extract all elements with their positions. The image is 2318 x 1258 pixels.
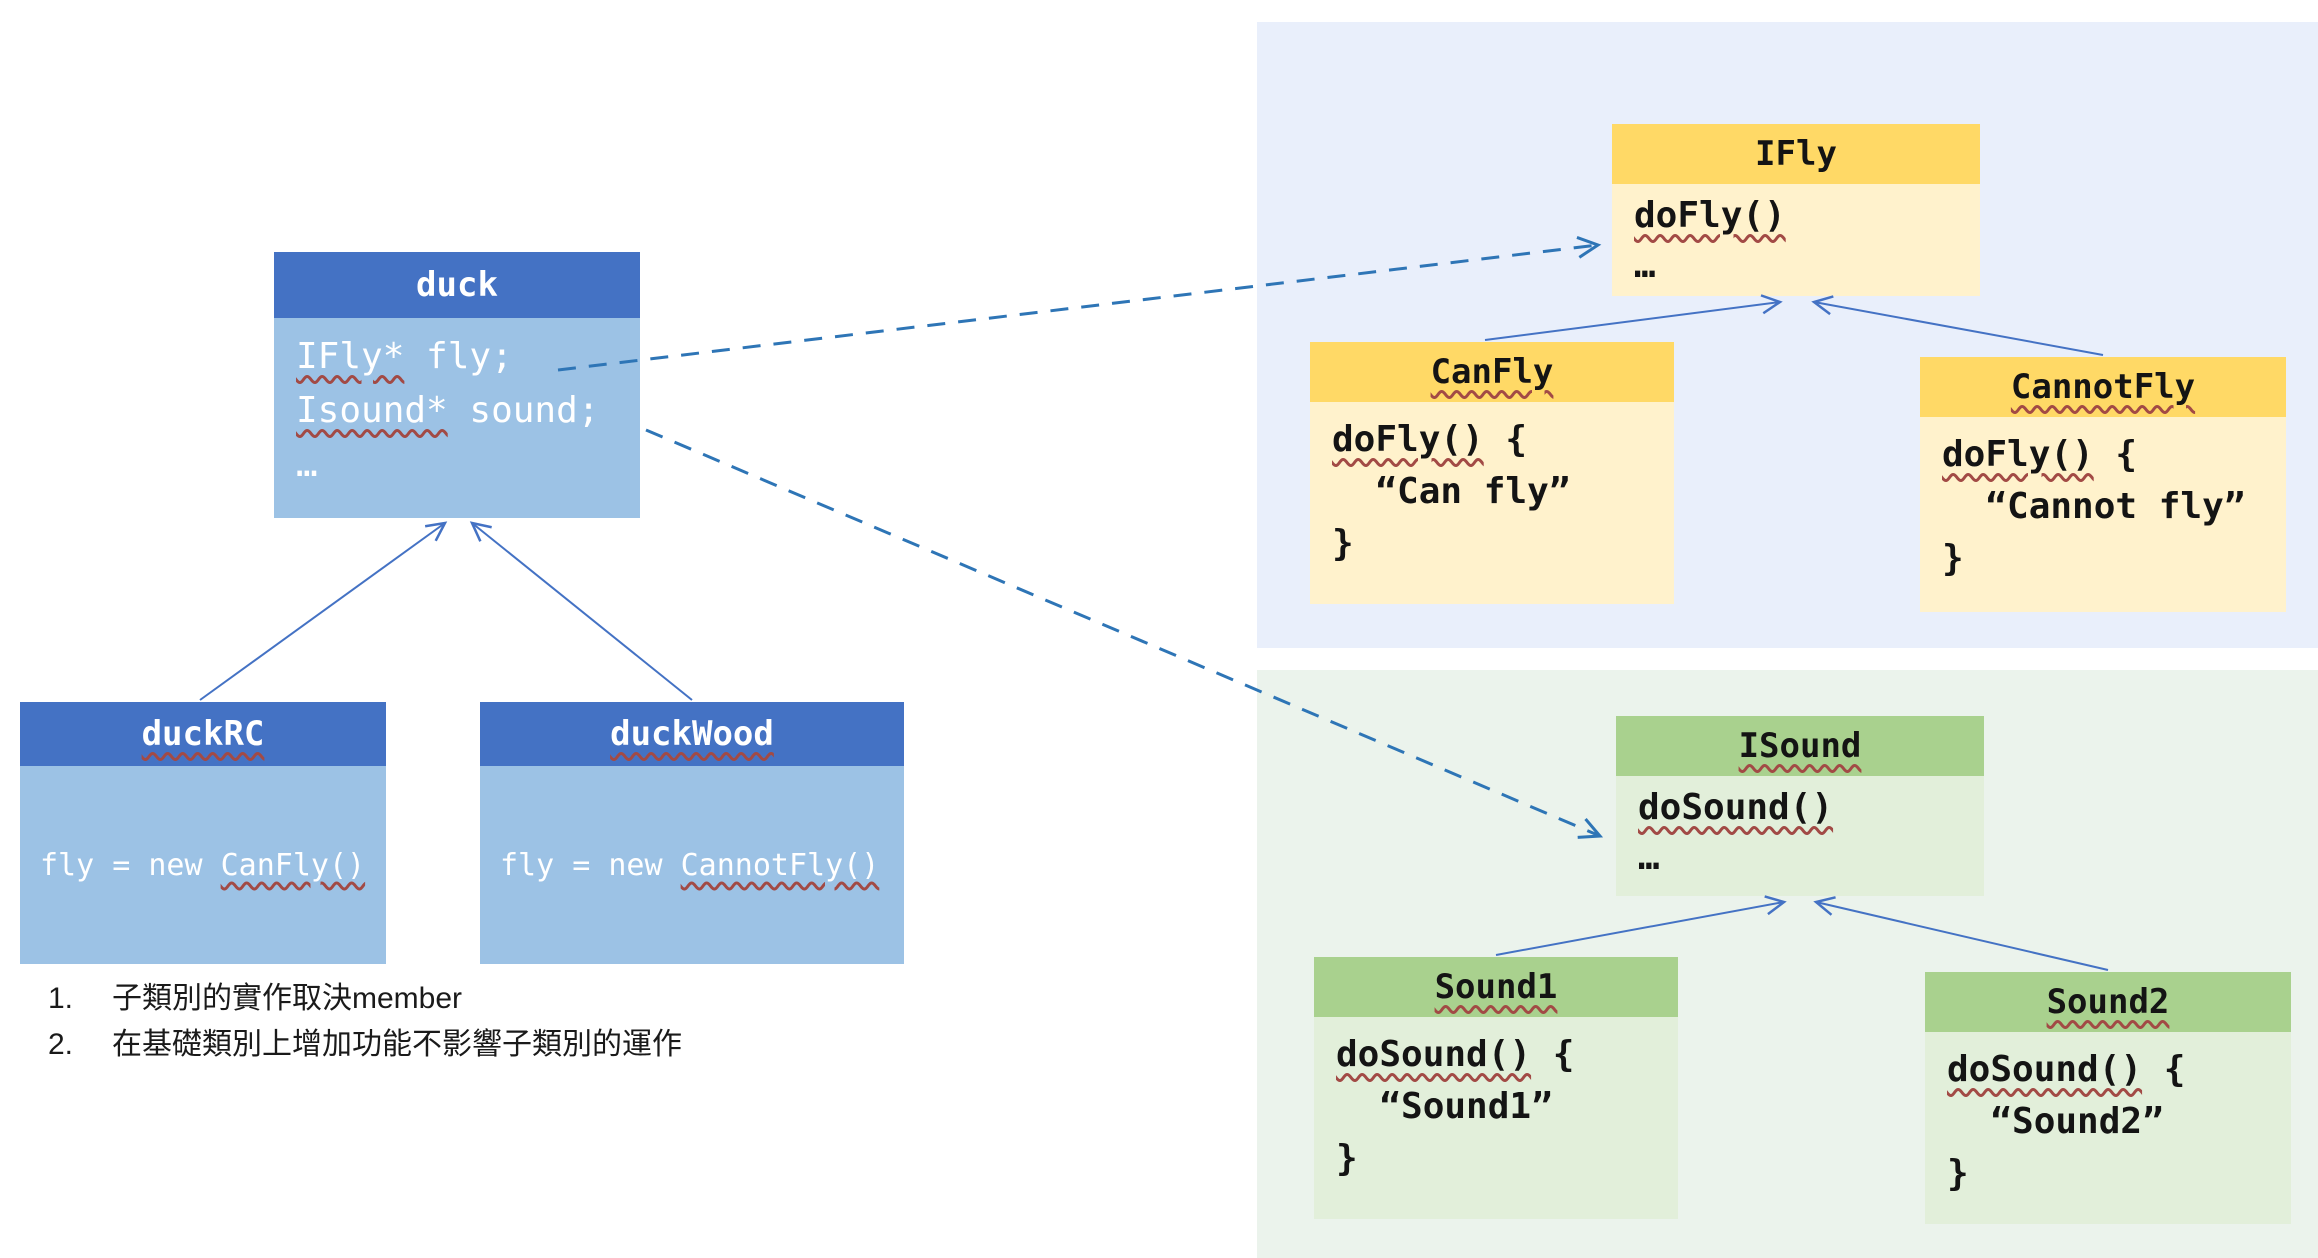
class-body: fly = new CannotFly() [480,766,904,964]
note-number: 2. [48,1028,74,1061]
class-title-bar: duckRC [20,702,386,766]
brace-close: } [1947,1153,1969,1194]
code-line: } [1942,533,2286,585]
member-type: Isound* [296,390,448,431]
class-title: IFly [1755,134,1837,174]
ellipsis: … [1634,245,1656,286]
brace-open: { [1483,419,1528,460]
class-box-canfly: CanFly doFly() { “Can fly” } [1310,342,1674,604]
code-line: IFly* fly; [296,330,640,384]
class-title: CanFly [1430,352,1554,392]
class-title-bar: IFly [1612,124,1980,184]
code-line: doFly() { [1942,429,2286,481]
brace-open: { [2142,1049,2186,1090]
assignment: fly = new [500,847,681,883]
code-line: fly = new CannotFly() [500,848,879,883]
class-box-duckwood: duckWood fly = new CannotFly() [480,702,904,964]
note-item: 1. 子類別的實作取決member [48,976,682,1022]
code-line: doSound() { [1336,1029,1678,1081]
class-title-bar: ISound [1616,716,1984,776]
class-body: doSound() … [1616,776,1984,896]
class-box-duckrc: duckRC fly = new CanFly() [20,702,386,964]
code-line: doSound() [1638,783,1984,833]
code-line: fly = new CanFly() [40,848,365,883]
class-body: doFly() { “Can fly” } [1310,402,1674,604]
class-box-ifly: IFly doFly() … [1612,124,1980,296]
class-title-bar: duckWood [480,702,904,766]
class-title: duckWood [610,714,774,754]
class-title-bar: Sound2 [1925,972,2291,1032]
class-box-isound: ISound doSound() … [1616,716,1984,896]
class-title: duckRC [141,714,265,754]
code-line: “Sound1” [1336,1081,1678,1133]
string-literal: “Can fly” [1332,471,1571,512]
class-box-cannotfly: CannotFly doFly() { “Cannot fly” } [1920,357,2286,612]
method-name: doSound() [1947,1049,2143,1090]
note-text: 在基礎類別上增加功能不影響子類別的運作 [112,1028,682,1061]
class-box-duck: duck IFly* fly; Isound* sound; … [274,252,640,518]
code-line: “Cannot fly” [1942,481,2286,533]
class-title: Sound2 [2046,982,2170,1022]
class-box-sound2: Sound2 doSound() { “Sound2” } [1925,972,2291,1224]
note-text: 子類別的實作取決member [112,982,463,1015]
string-literal: “Cannot fly” [1942,486,2246,527]
note-number: 1. [48,982,74,1015]
notes-list: 1. 子類別的實作取決member 2. 在基礎類別上增加功能不影響子類別的運作 [48,976,682,1068]
method-name: doSound() [1638,787,1834,828]
string-literal: “Sound1” [1336,1086,1553,1127]
class-body: IFly* fly; Isound* sound; … [274,318,640,518]
class-title: Sound1 [1434,967,1558,1007]
class-body: doSound() { “Sound2” } [1925,1032,2291,1224]
class-title: duck [416,265,498,305]
constructor-call: CannotFly() [680,847,880,883]
inherit-arrow-duckwood-to-duck [469,521,693,701]
brace-open: { [2093,434,2138,475]
code-line: … [1634,241,1980,291]
member-type: IFly* [296,336,405,377]
member-rest: fly; [404,336,513,377]
class-body: doFly() … [1612,184,1980,296]
brace-close: } [1336,1138,1358,1179]
code-line: Isound* sound; [296,384,640,438]
brace-open: { [1531,1034,1575,1075]
string-literal: “Sound2” [1947,1101,2164,1142]
class-title: ISound [1738,726,1862,766]
inherit-arrow-duckrc-to-duck [199,521,448,701]
class-title: CannotFly [2010,367,2196,407]
class-title-bar: Sound1 [1314,957,1678,1017]
class-body: fly = new CanFly() [20,766,386,964]
method-name: doFly() [1634,195,1786,236]
brace-close: } [1942,538,1964,579]
code-line: } [1332,518,1674,570]
code-line: “Can fly” [1332,466,1674,518]
code-line: doSound() { [1947,1044,2291,1096]
brace-close: } [1332,523,1354,564]
ellipsis: … [1638,837,1660,878]
class-title-bar: CanFly [1310,342,1674,402]
method-name: doFly() [1942,434,2094,475]
code-line: … [1638,833,1984,883]
assignment: fly = new [40,847,221,883]
class-box-sound1: Sound1 doSound() { “Sound1” } [1314,957,1678,1219]
method-name: doSound() [1336,1034,1532,1075]
class-title-bar: duck [274,252,640,318]
method-name: doFly() [1332,419,1484,460]
code-line: doFly() [1634,191,1980,241]
code-line: doFly() { [1332,414,1674,466]
code-line: } [1947,1148,2291,1200]
code-line: } [1336,1133,1678,1185]
code-line: … [296,438,640,492]
code-line: “Sound2” [1947,1096,2291,1148]
class-title-bar: CannotFly [1920,357,2286,417]
constructor-call: CanFly() [220,847,366,883]
note-item: 2. 在基礎類別上增加功能不影響子類別的運作 [48,1022,682,1068]
class-body: doFly() { “Cannot fly” } [1920,417,2286,612]
ellipsis: … [296,444,318,485]
class-body: doSound() { “Sound1” } [1314,1017,1678,1219]
member-rest: sound; [447,390,600,431]
